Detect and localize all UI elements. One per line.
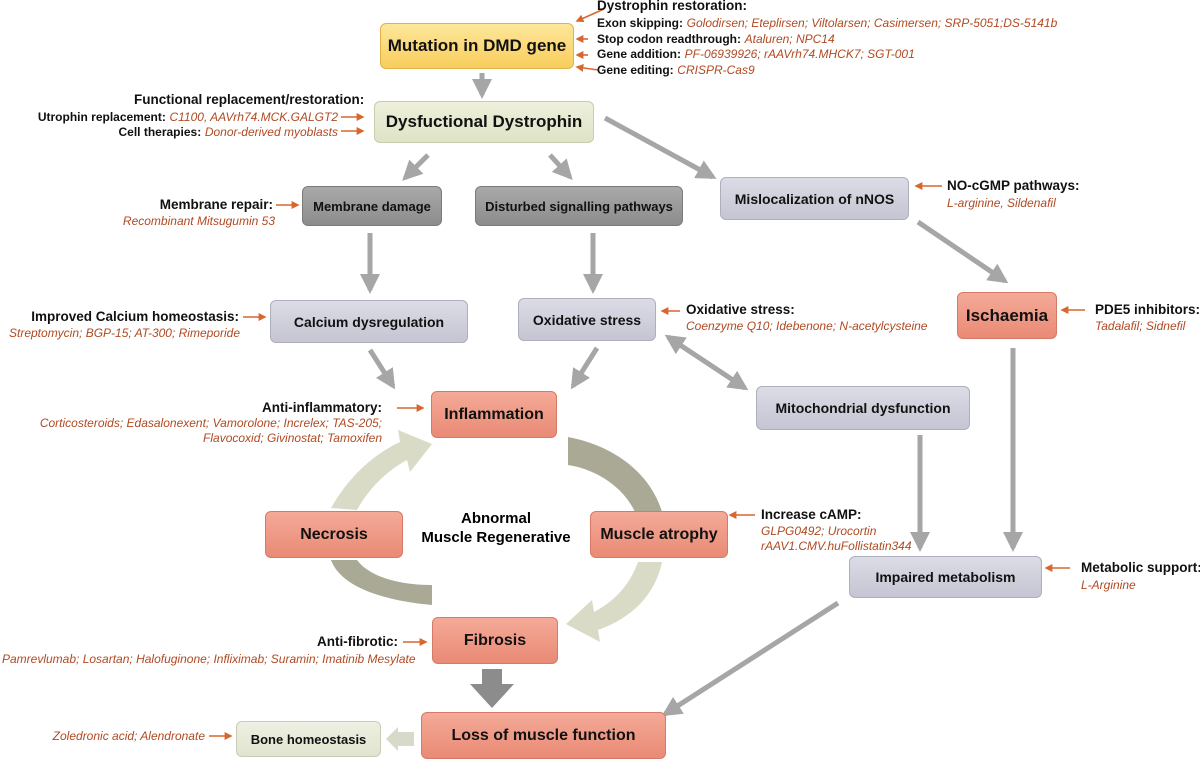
therapy-key-stop: Stop codon readthrough: <box>597 32 741 46</box>
therapy-drugs-stop: Ataluren; NPC14 <box>744 32 835 46</box>
therapy-title-calcium: Improved Calcium homeostasis: <box>31 309 239 324</box>
arrow-nnos-to-ischaemia <box>916 219 1009 284</box>
therapy-title-nocgmp: NO-cGMP pathways: <box>947 178 1080 193</box>
therapy-key-gene-editing: Gene editing: <box>597 63 674 77</box>
therapy-line-gene-addition: Gene addition: PF-06939926; rAAVrh74.MHC… <box>597 46 915 62</box>
therapy-arrow-gene-edit <box>575 63 599 72</box>
regenerative-cycle <box>331 430 662 642</box>
arrow-metabolism-to-loss <box>661 600 840 717</box>
cycle-arrow-inflammation-to-atrophy <box>568 437 662 512</box>
node-oxidative-stress: Oxidative stress <box>518 298 656 341</box>
node-disturbed-signalling: Disturbed signalling pathways <box>475 186 683 226</box>
node-membrane-damage: Membrane damage <box>302 186 442 226</box>
therapy-drugs-camp-2: rAAV1.CMV.huFollistatin344 <box>761 539 912 553</box>
therapy-line-stop: Stop codon readthrough: Ataluren; NPC14 <box>597 31 835 47</box>
therapy-line-exon: Exon skipping: Golodirsen; Eteplirsen; V… <box>597 15 1057 31</box>
therapy-drugs-nocgmp: L-arginine, Sildenafil <box>947 196 1056 210</box>
node-necrosis: Necrosis <box>265 511 403 558</box>
therapy-drugs-utrophin: C1100, AAVrh74.MCK.GALGT2 <box>169 110 338 124</box>
therapy-arrow-exon <box>575 8 605 23</box>
therapy-key-exon: Exon skipping: <box>597 16 684 30</box>
cycle-arrow-fibrosis-to-necrosis <box>331 560 432 605</box>
therapy-drugs-oxidative: Coenzyme Q10; Idebenone; N-acetylcystein… <box>686 319 928 333</box>
node-impaired-metabolism: Impaired metabolism <box>849 556 1042 598</box>
therapy-drugs-membrane-repair: Recombinant Mitsugumin 53 <box>122 214 275 228</box>
therapy-drugs-anti-inflammatory-1: Corticosteroids; Edasalonexent; Vamorolo… <box>39 416 382 430</box>
therapy-drugs-cell: Donor-derived myoblasts <box>204 125 338 139</box>
center-label-muscle-regenerative: Muscle Regenerative <box>421 529 571 546</box>
therapy-drugs-calcium: Streptomycin; BGP-15; AT-300; Rimeporide <box>9 326 240 340</box>
therapy-drugs-anti-inflammatory-2: Flavocoxid; Givinostat; Tamoxifen <box>203 431 382 445</box>
arrow-calcium-to-inflammation <box>367 348 396 390</box>
therapy-title-membrane-repair: Membrane repair: <box>159 197 273 212</box>
therapy-title-metabolic: Metabolic support: <box>1081 560 1200 575</box>
therapy-title-oxidative: Oxidative stress: <box>686 302 795 317</box>
cycle-arrow-atrophy-to-fibrosis <box>566 562 662 642</box>
node-ischaemia: Ischaemia <box>957 292 1057 339</box>
therapy-drugs-anti-fibrotic: Pamrevlumab; Losartan; Halofuginone; Inf… <box>2 652 416 666</box>
therapy-drugs-exon: Golodirsen; Eteplirsen; Viltolarsen; Cas… <box>686 16 1058 30</box>
therapy-drugs-gene-addition: PF-06939926; rAAVrh74.MHCK7; SGT-001 <box>684 47 915 61</box>
therapy-key-cell: Cell therapies: <box>118 125 202 139</box>
therapy-drugs-pde5: Tadalafil; Sidnefil <box>1095 319 1186 333</box>
therapy-line-utrophin: Utrophin replacement: C1100, AAVrh74.MCK… <box>38 109 338 125</box>
therapy-drugs-gene-editing: CRISPR-Cas9 <box>677 63 755 77</box>
node-bone-homeostasis: Bone homeostasis <box>236 721 381 757</box>
node-muscle-atrophy: Muscle atrophy <box>590 511 728 558</box>
arrow-loss-to-bone <box>386 727 414 751</box>
therapy-title-dystrophin-restoration: Dystrophin restoration: <box>597 0 748 13</box>
node-dysfunctional-dystrophin: Dysfuctional Dystrophin <box>374 101 594 143</box>
therapy-title-anti-inflammatory: Anti-inflammatory: <box>261 400 382 415</box>
cycle-arrow-necrosis-to-inflammation <box>331 430 432 510</box>
arrow-oxidative-to-inflammation <box>570 346 600 390</box>
therapy-drugs-metabolic: L-Arginine <box>1081 578 1136 592</box>
center-label-abnormal: Abnormal <box>460 510 531 527</box>
arrow-dystrophin-to-membrane <box>402 153 430 181</box>
arrow-fibrosis-to-loss <box>470 669 514 708</box>
therapy-title-pde5: PDE5 inhibitors: <box>1095 302 1200 317</box>
therapy-drugs-camp-1: GLPG0492; Urocortin <box>761 524 877 538</box>
therapy-drugs-bone: Zoledronic acid; Alendronate <box>52 729 205 743</box>
node-inflammation: Inflammation <box>431 391 557 438</box>
node-mitochondrial-dysfunction: Mitochondrial dysfunction <box>756 386 970 430</box>
arrow-dystrophin-to-nnos <box>603 115 717 180</box>
arrow-oxidative-mitochondrial <box>664 334 749 391</box>
node-mislocalization-nnos: Mislocalization of nNOS <box>720 177 909 220</box>
therapy-key-gene-addition: Gene addition: <box>597 47 681 61</box>
therapy-line-cell: Cell therapies: Donor-derived myoblasts <box>119 124 339 140</box>
therapy-line-gene-editing: Gene editing: CRISPR-Cas9 <box>597 62 755 78</box>
therapy-title-camp: Increase cAMP: <box>761 507 862 522</box>
node-calcium-dysregulation: Calcium dysregulation <box>270 300 468 343</box>
node-fibrosis: Fibrosis <box>432 617 558 664</box>
node-mutation-dmd: Mutation in DMD gene <box>380 23 574 69</box>
therapy-title-functional: Functional replacement/restoration: <box>134 92 365 107</box>
node-loss-of-muscle-function: Loss of muscle function <box>421 712 666 759</box>
therapy-title-anti-fibrotic: Anti-fibrotic: <box>317 634 398 649</box>
arrow-dystrophin-to-signalling <box>548 153 573 180</box>
therapy-key-utrophin: Utrophin replacement: <box>37 110 166 124</box>
